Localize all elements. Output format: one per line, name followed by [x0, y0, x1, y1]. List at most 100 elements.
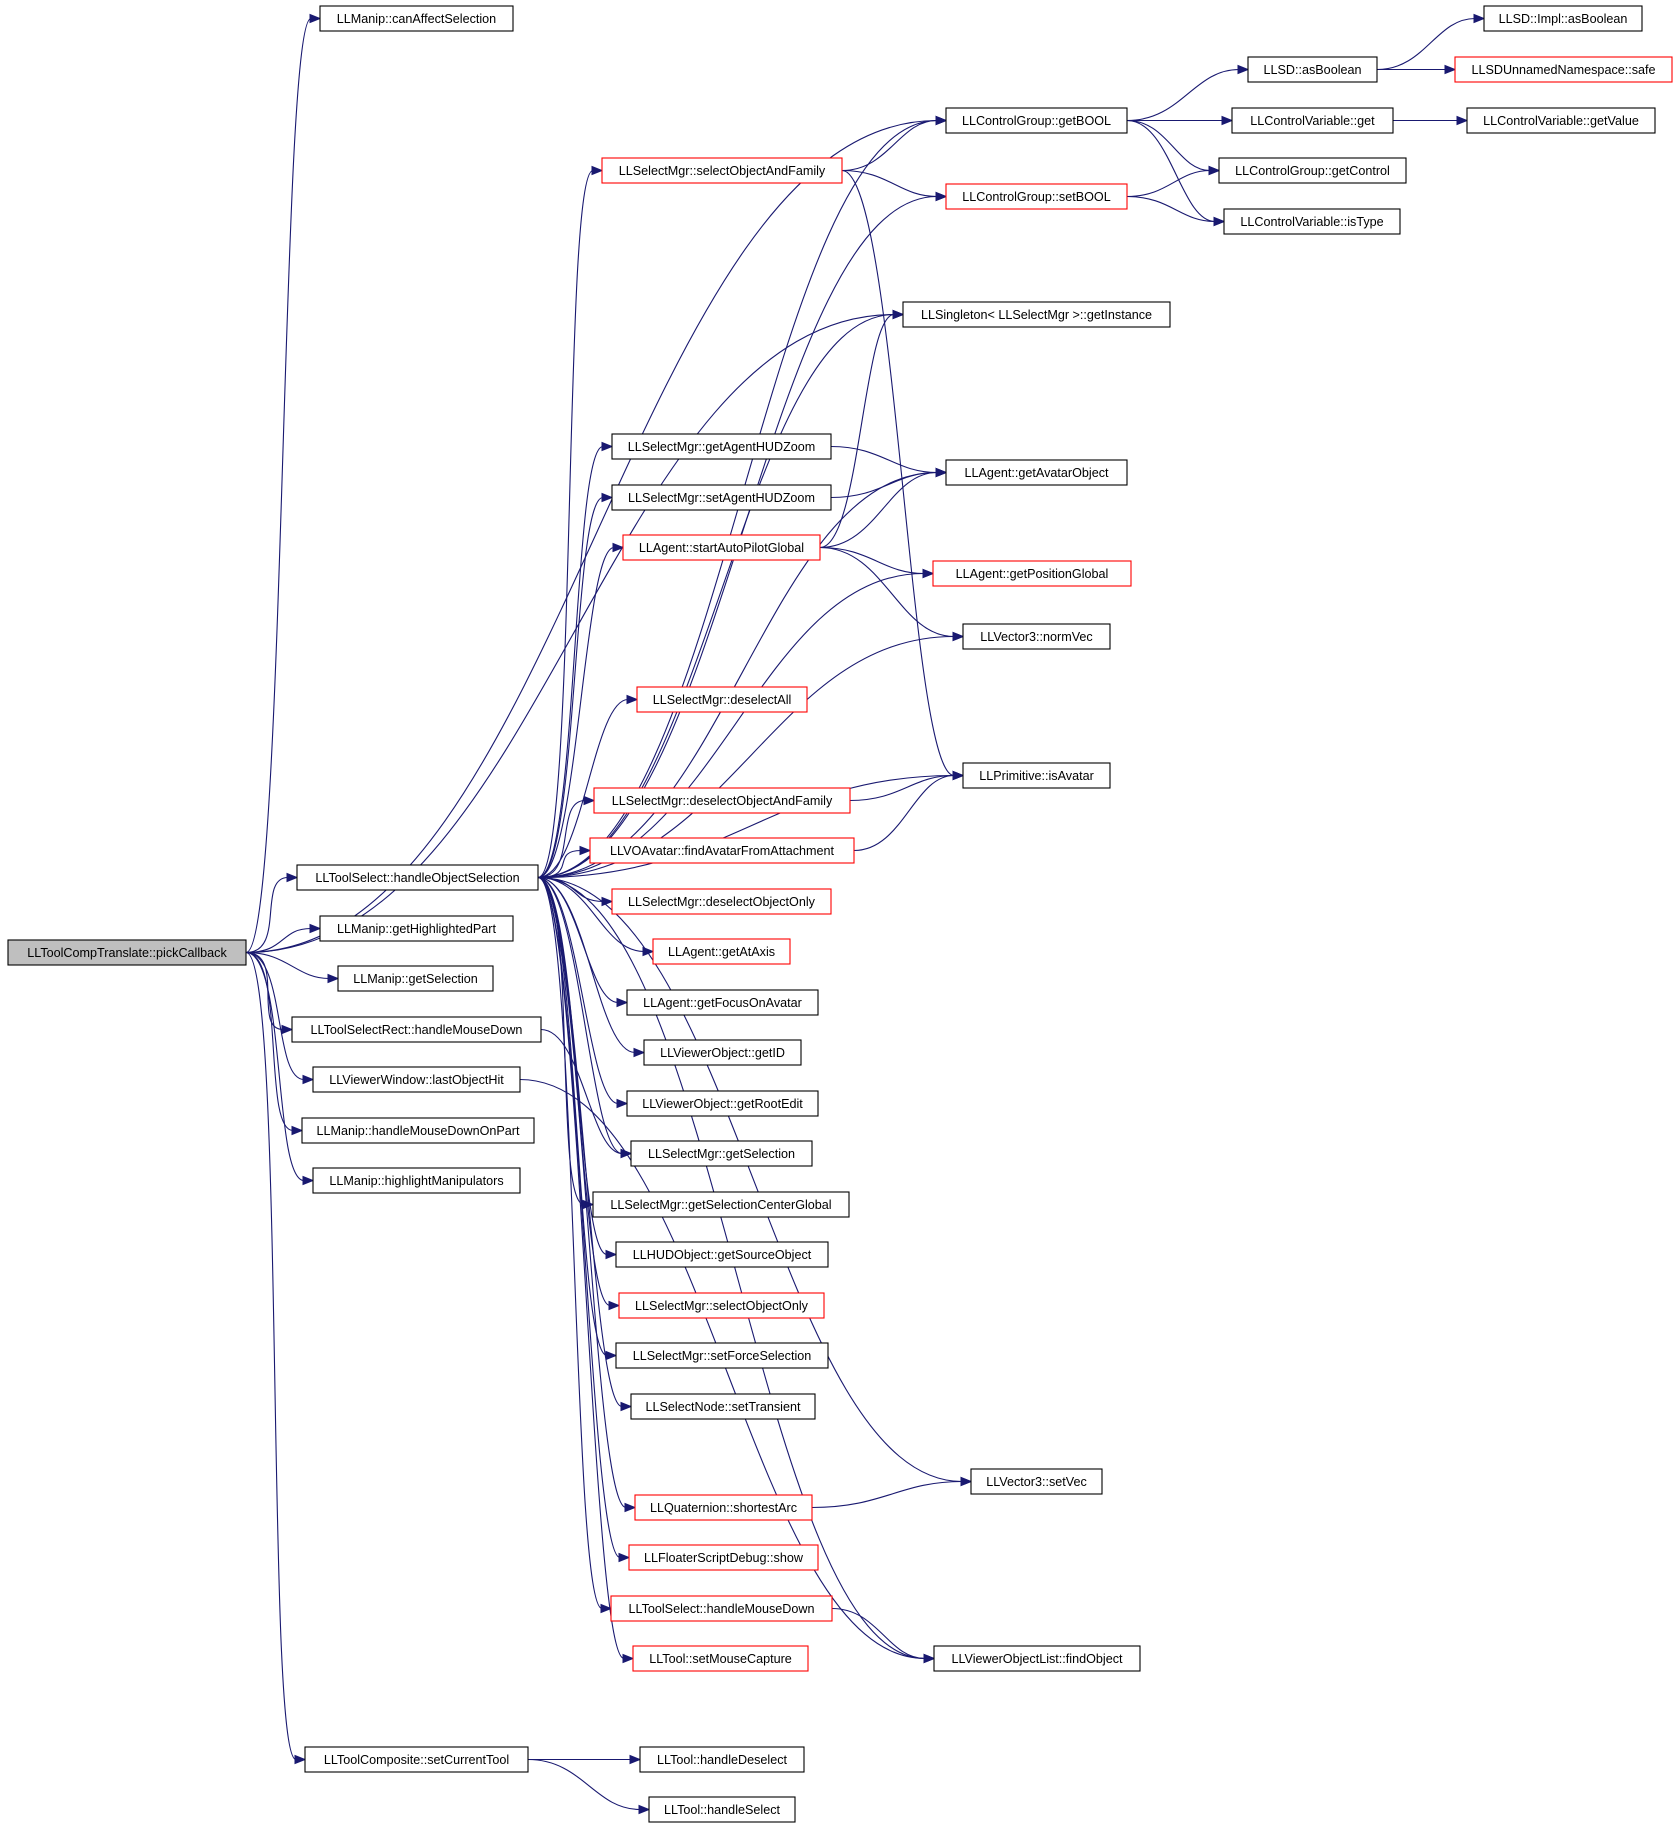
node-box [589, 837, 855, 864]
node-label: LLVector3::normVec [980, 630, 1092, 644]
node-startAutoPilotGlobal[interactable]: LLAgent::startAutoPilotGlobal [622, 534, 821, 561]
node-deselectAll[interactable]: LLSelectMgr::deselectAll [636, 686, 808, 713]
node-findObject[interactable]: LLViewerObjectList::findObject [933, 1645, 1141, 1672]
node-safe[interactable]: LLSDUnnamedNamespace::safe [1454, 56, 1673, 83]
node-label: LLQuaternion::shortestArc [650, 1501, 797, 1515]
node-label: LLManip::canAffectSelection [337, 12, 496, 26]
arrowhead-handleObjectSelection-to-toolSelectHandleMouseDown [600, 1603, 613, 1614]
node-getID[interactable]: LLViewerObject::getID [643, 1039, 802, 1066]
edge-handleObjectSelection-to-getAgentHUDZoom [537, 445, 604, 879]
arrowhead-startAutoPilotGlobal-to-getAvatarObject [935, 467, 948, 478]
node-label: LLControlGroup::getBOOL [962, 114, 1111, 128]
node-deselectObjectAndFamily[interactable]: LLSelectMgr::deselectObjectAndFamily [593, 787, 851, 814]
node-lastObjectHit[interactable]: LLViewerWindow::lastObjectHit [312, 1066, 521, 1093]
node-label: LLPrimitive::isAvatar [979, 769, 1094, 783]
node-setTransient[interactable]: LLSelectNode::setTransient [630, 1393, 816, 1420]
arrowhead-handleObjectSelection-to-shortestArc [624, 1502, 637, 1513]
node-selectRectHandleMouseDown[interactable]: LLToolSelectRect::handleMouseDown [291, 1016, 542, 1043]
node-toolSelectHandleMouseDown[interactable]: LLToolSelect::handleMouseDown [610, 1595, 833, 1622]
node-setVec[interactable]: LLVector3::setVec [970, 1468, 1103, 1495]
node-llsdAsBoolean[interactable]: LLSD::asBoolean [1247, 56, 1378, 83]
node-label: LLTool::setMouseCapture [649, 1652, 792, 1666]
node-label: LLToolSelect::handleObjectSelection [315, 871, 519, 885]
node-label: LLSingleton< LLSelectMgr >::getInstance [921, 308, 1152, 322]
call-edges [245, 13, 1486, 1815]
node-box [643, 1039, 802, 1066]
arrowhead-handleObjectSelection-to-getAgentHUDZoom [601, 441, 614, 452]
edge-handleObjectSelection-to-findObject [537, 876, 926, 1660]
edge-getBOOL-to-getControl [1126, 119, 1211, 172]
node-getAgentHUDZoom[interactable]: LLSelectMgr::getAgentHUDZoom [611, 433, 832, 460]
node-getPositionGlobal[interactable]: LLAgent::getPositionGlobal [932, 560, 1132, 587]
node-selectObjectAndFamily[interactable]: LLSelectMgr::selectObjectAndFamily [601, 157, 843, 184]
node-box [970, 1468, 1103, 1495]
node-label: LLTool::handleDeselect [657, 1753, 787, 1767]
node-getRootEdit[interactable]: LLViewerObject::getRootEdit [626, 1090, 819, 1117]
node-box [962, 762, 1111, 789]
node-scriptDebugShow[interactable]: LLFloaterScriptDebug::show [628, 1544, 819, 1571]
node-box [291, 1016, 542, 1043]
arrowhead-root-to-highlightManipulators [302, 1175, 315, 1186]
node-getBOOL[interactable]: LLControlGroup::getBOOL [945, 107, 1128, 134]
arrowhead-handleObjectSelection-to-setMouseCapture [622, 1653, 635, 1664]
node-box [634, 1494, 813, 1521]
node-box [632, 1645, 809, 1672]
node-manipGetSelection[interactable]: LLManip::getSelection [337, 965, 494, 992]
node-handleMouseDownOnPart[interactable]: LLManip::handleMouseDownOnPart [301, 1117, 535, 1144]
arrowhead-root-to-handleMouseDownOnPart [291, 1125, 304, 1136]
node-implAsBoolean[interactable]: LLSD::Impl::asBoolean [1483, 5, 1643, 32]
arrowhead-handleObjectSelection-to-deselectObjectAndFamily [583, 795, 596, 806]
node-isType[interactable]: LLControlVariable::isType [1223, 208, 1401, 235]
node-getSelectionCenterGlobal[interactable]: LLSelectMgr::getSelectionCenterGlobal [592, 1191, 850, 1218]
node-box [636, 686, 808, 713]
node-shortestArc[interactable]: LLQuaternion::shortestArc [634, 1494, 813, 1521]
node-getInstance[interactable]: LLSingleton< LLSelectMgr >::getInstance [902, 301, 1171, 328]
node-box [1483, 5, 1643, 32]
edge-selectObjectAndFamily-to-isAvatar [841, 169, 955, 777]
node-box [1466, 107, 1656, 134]
node-handleDeselect[interactable]: LLTool::handleDeselect [639, 1746, 805, 1773]
node-findAvatarFromAttachment[interactable]: LLVOAvatar::findAvatarFromAttachment [589, 837, 855, 864]
node-setAgentHUDZoom[interactable]: LLSelectMgr::setAgentHUDZoom [611, 484, 832, 511]
node-box [1247, 56, 1378, 83]
node-label: LLAgent::getFocusOnAvatar [643, 996, 802, 1010]
edge-handleObjectSelection-to-startAutoPilotGlobal [537, 546, 615, 879]
node-box [630, 1140, 813, 1167]
edge-selectRectHandleMouseDown-to-selectMgrGetSelection [540, 1028, 623, 1155]
node-deselectObjectOnly[interactable]: LLSelectMgr::deselectObjectOnly [611, 888, 832, 915]
node-label: LLSelectMgr::setForceSelection [633, 1349, 812, 1363]
node-getValue[interactable]: LLControlVariable::getValue [1466, 107, 1656, 134]
node-getAtAxis[interactable]: LLAgent::getAtAxis [652, 938, 791, 965]
node-box [319, 915, 514, 942]
node-getFocusOnAvatar[interactable]: LLAgent::getFocusOnAvatar [626, 989, 819, 1016]
arrowhead-handleObjectSelection-to-getFocusOnAvatar [616, 997, 629, 1008]
node-setMouseCapture[interactable]: LLTool::setMouseCapture [632, 1645, 809, 1672]
edge-root-to-manipGetSelection [245, 951, 330, 980]
node-getControl[interactable]: LLControlGroup::getControl [1218, 157, 1407, 184]
node-highlightManipulators[interactable]: LLManip::highlightManipulators [312, 1167, 521, 1194]
node-setBOOL[interactable]: LLControlGroup::setBOOL [945, 183, 1128, 210]
node-getSourceObject[interactable]: LLHUDObject::getSourceObject [615, 1241, 829, 1268]
node-handleObjectSelection[interactable]: LLToolSelect::handleObjectSelection [296, 864, 539, 891]
node-root[interactable]: LLToolCompTranslate::pickCallback [7, 939, 247, 966]
node-controlVariableGet[interactable]: LLControlVariable::get [1231, 107, 1394, 134]
node-box [1223, 208, 1401, 235]
edge-getBOOL-to-isType [1126, 119, 1216, 223]
node-setForceSelection[interactable]: LLSelectMgr::setForceSelection [615, 1342, 829, 1369]
node-box [962, 623, 1111, 650]
node-getHighlightedPart[interactable]: LLManip::getHighlightedPart [319, 915, 514, 942]
node-getAvatarObject[interactable]: LLAgent::getAvatarObject [945, 459, 1128, 486]
arrowhead-selectObjectAndFamily-to-setBOOL [935, 191, 948, 202]
node-handleSelect[interactable]: LLTool::handleSelect [648, 1796, 796, 1823]
node-setCurrentTool[interactable]: LLToolComposite::setCurrentTool [304, 1746, 529, 1773]
node-box [592, 1191, 850, 1218]
node-label: LLViewerWindow::lastObjectHit [329, 1073, 504, 1087]
node-canAffectSelection[interactable]: LLManip::canAffectSelection [319, 5, 514, 32]
node-isAvatar[interactable]: LLPrimitive::isAvatar [962, 762, 1111, 789]
node-box [648, 1796, 796, 1823]
edge-setBOOL-to-getControl [1126, 169, 1211, 198]
node-selectObjectOnly[interactable]: LLSelectMgr::selectObjectOnly [618, 1292, 825, 1319]
node-label: LLManip::handleMouseDownOnPart [316, 1124, 520, 1138]
node-selectMgrGetSelection[interactable]: LLSelectMgr::getSelection [630, 1140, 813, 1167]
node-normVec[interactable]: LLVector3::normVec [962, 623, 1111, 650]
